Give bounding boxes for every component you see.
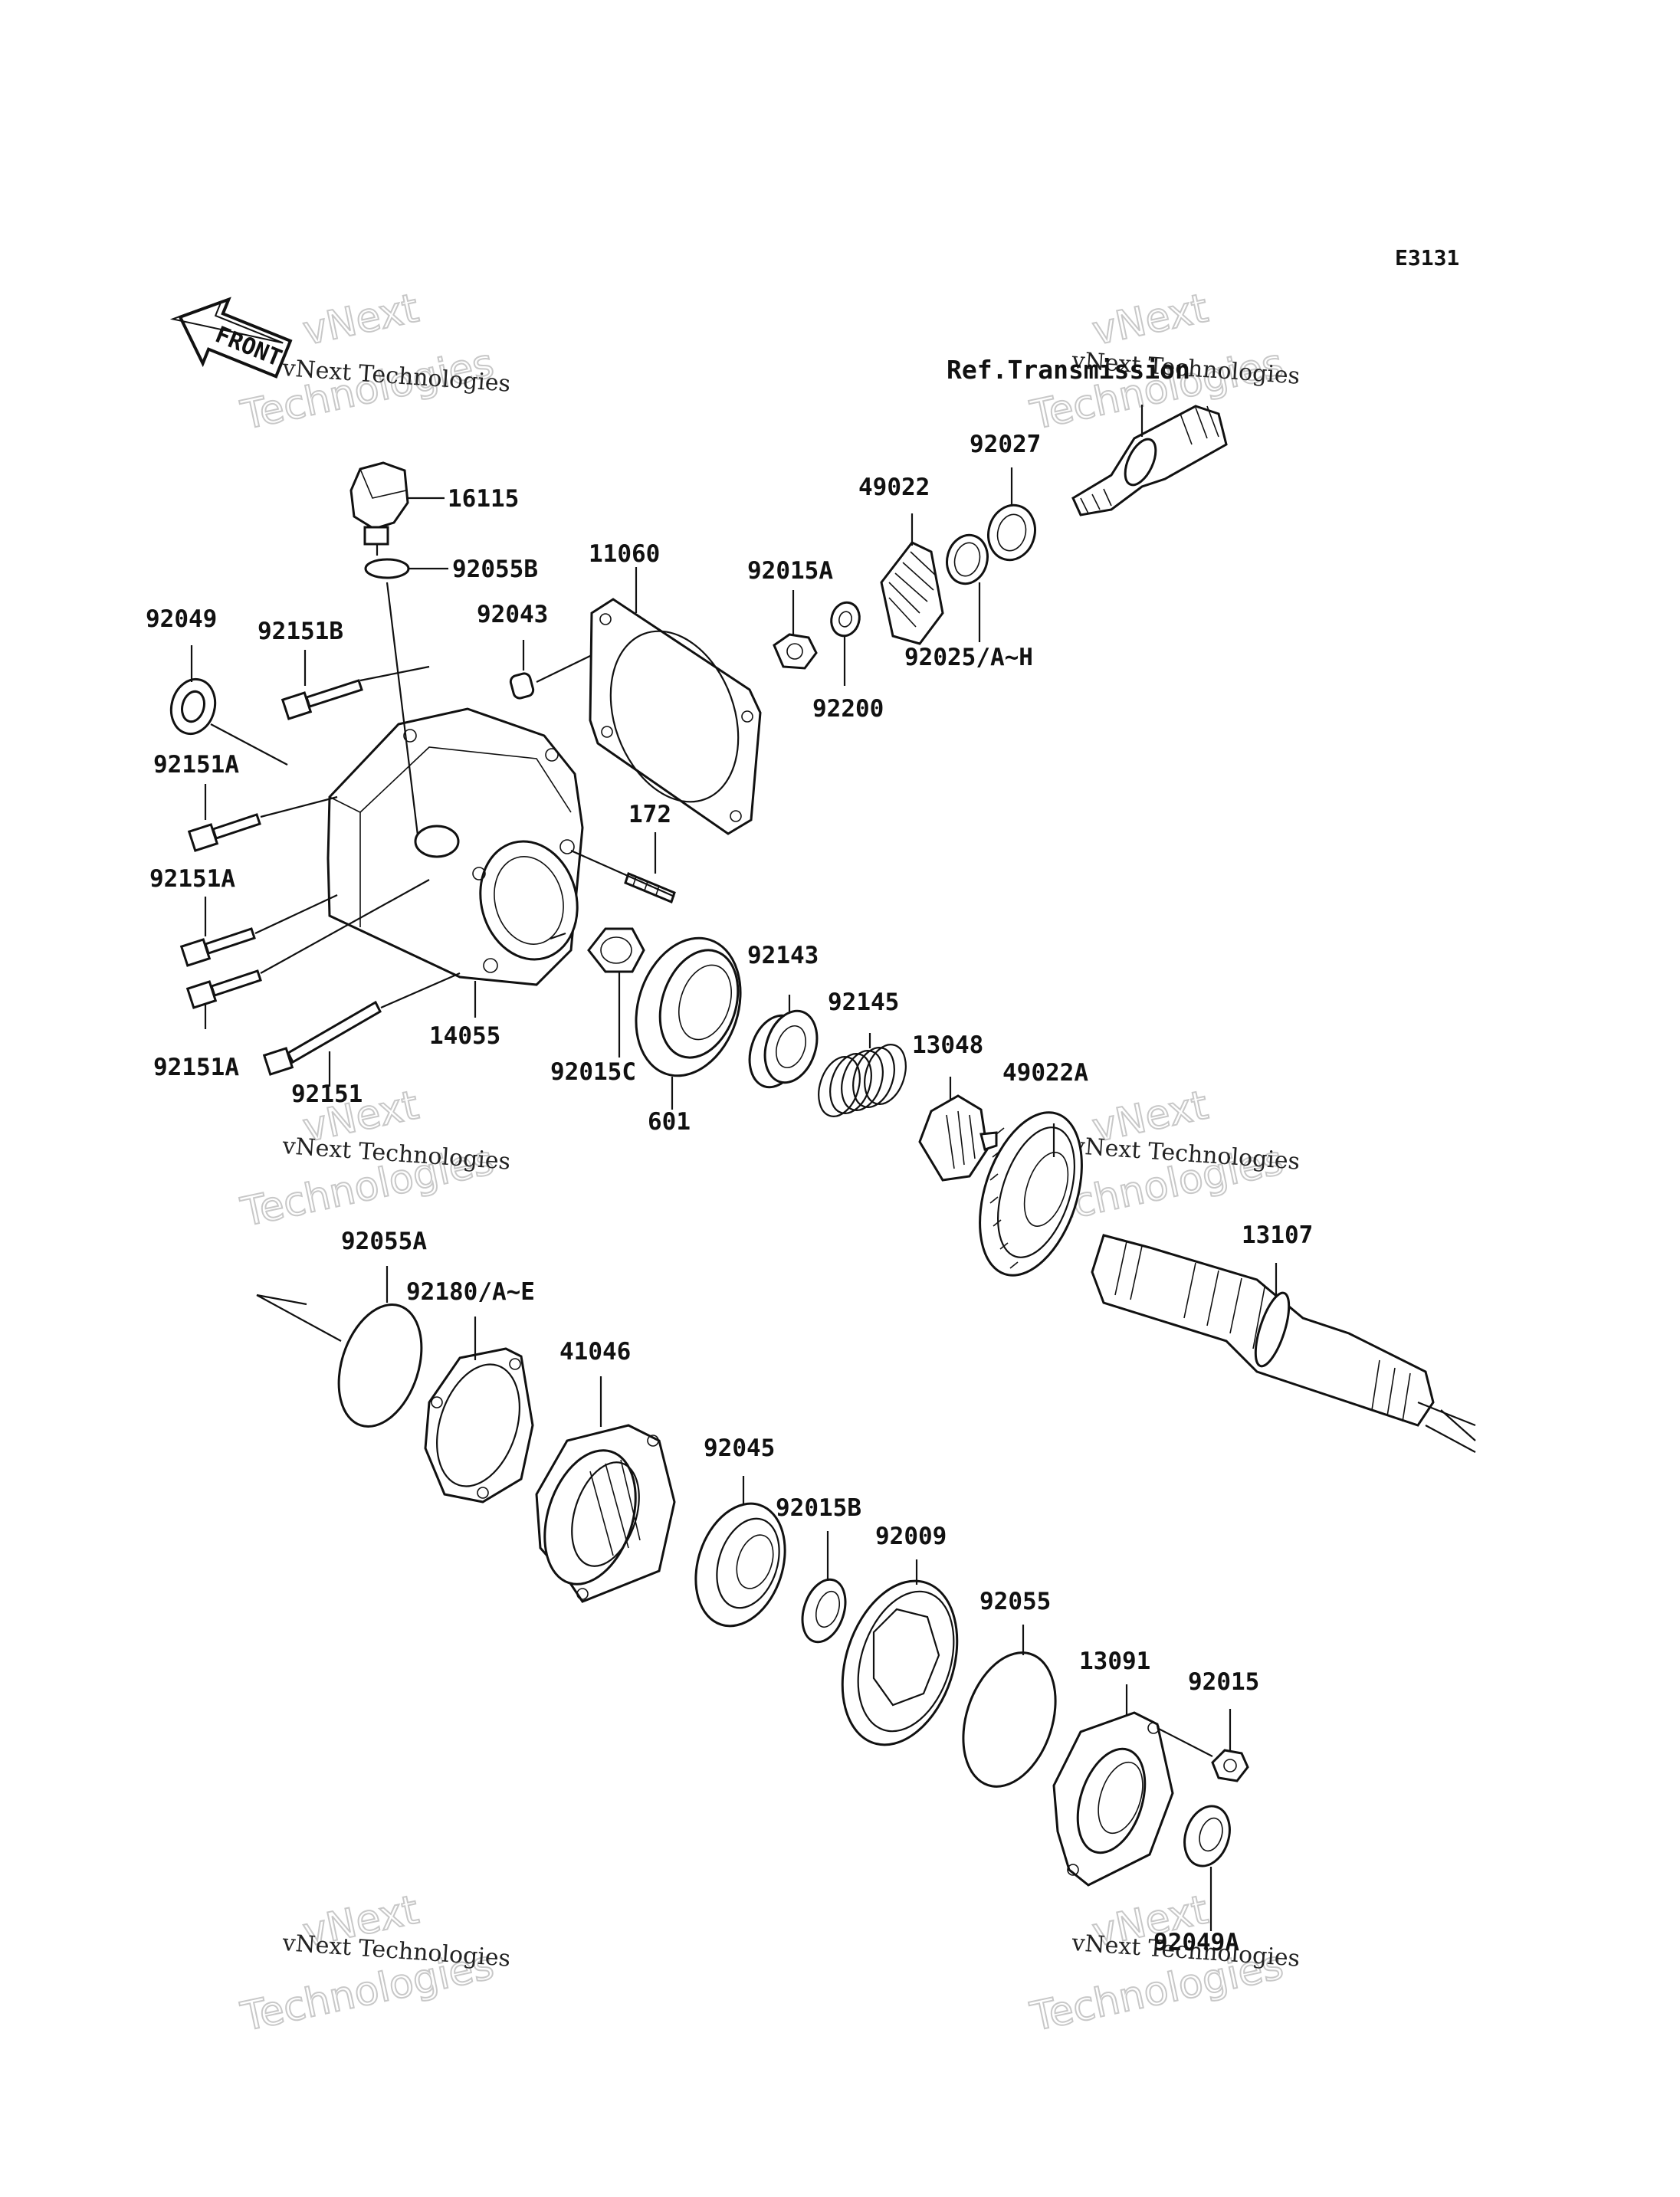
label-92025: 92025/A~H [904,644,1033,671]
label-92015B: 92015B [776,1494,861,1522]
label-92027: 92027 [970,431,1041,458]
svg-text:vNext: vNext [1088,285,1212,354]
part-92043-dowel-pin [509,672,535,700]
part-92151-long-bolt [262,1000,382,1076]
svg-text:vNext: vNext [299,285,422,354]
part-92049-oil-seal [169,677,217,736]
part-92151A-bolt-2 [179,927,256,967]
label-92055B: 92055B [452,556,538,583]
part-ref-transmission-shaft [1071,405,1228,516]
label-92043: 92043 [477,601,548,628]
label-16115: 16115 [448,485,519,513]
front-arrow-icon: FRONT [169,297,293,379]
label-92049A: 92049A [1153,1929,1239,1956]
label-92045: 92045 [704,1435,775,1462]
part-92045-bearing [694,1502,786,1628]
part-13091-cover [1052,1711,1174,1887]
part-41046-bearing-housing [535,1424,676,1603]
part-92015A-nut [773,633,818,670]
part-92009-plate [841,1579,959,1746]
label-13048: 13048 [912,1031,983,1059]
label-92145: 92145 [828,989,899,1016]
leader-lines [190,405,1476,1931]
part-11060-gasket [589,598,762,835]
part-13048-cam [918,1094,998,1182]
label-172: 172 [628,801,671,828]
label-92151B: 92151B [258,618,343,645]
part-92200-washer [830,601,861,638]
part-16115-breather-cap [349,461,409,556]
part-92055A-o-ring [337,1303,423,1428]
label-92015: 92015 [1188,1668,1259,1696]
label-92055A: 92055A [341,1228,427,1255]
label-92009: 92009 [875,1523,947,1550]
label-92015C: 92015C [550,1058,636,1086]
label-92180: 92180/A~E [406,1278,535,1306]
part-92015B-nut [801,1578,847,1644]
part-92055B-o-ring [364,558,410,579]
label-41046: 41046 [559,1338,631,1366]
part-601-bearing [635,936,742,1077]
part-92151A-bolt-3 [185,969,262,1009]
part-92015-nut [1211,1749,1249,1782]
watermark-bottom-right: vNext Technologies vNext Technologies [1025,1886,1301,2041]
part-92151B-bolt [281,679,363,720]
part-92025-shim [946,533,989,585]
label-11060: 11060 [589,540,660,568]
label-92049: 92049 [146,605,217,633]
part-49022A-ring-gear [979,1111,1083,1277]
label-601: 601 [648,1108,691,1136]
label-13091: 13091 [1079,1648,1150,1675]
watermark-bottom-left: vNext Technologies vNext Technologies [236,1886,511,2041]
label-92151A-3: 92151A [153,1054,239,1081]
part-92143-collar [748,1009,819,1089]
part-92015C-nut [587,927,645,973]
part-49022-pinion-gear [880,541,944,645]
label-92151A-2: 92151A [149,865,235,893]
part-92151A-bolt-1 [187,813,261,852]
part-92027-collar [987,503,1036,562]
part-92049A-oil-seal [1183,1805,1231,1867]
label-92151A-1: 92151A [153,751,239,779]
label-92143: 92143 [747,942,819,969]
ref-transmission-label: Ref.Transmission [947,355,1190,385]
part-92180-gasket [424,1347,534,1503]
part-13107-output-shaft [1091,1234,1435,1427]
part-92055-o-ring [962,1651,1057,1788]
label-92055: 92055 [979,1588,1051,1615]
label-49022: 49022 [858,474,930,501]
label-49022A: 49022A [1002,1059,1088,1087]
label-13107: 13107 [1242,1221,1313,1249]
label-92015A: 92015A [747,557,833,585]
watermark-middle-left: vNext Technologies vNext Technologies [236,1081,511,1236]
part-92145-spring [818,1044,907,1117]
diagram-code: E3131 [1395,245,1459,271]
label-92151: 92151 [291,1080,363,1108]
label-14055: 14055 [429,1022,500,1050]
label-92200: 92200 [812,695,884,723]
part-14055-gear-case [326,707,584,986]
